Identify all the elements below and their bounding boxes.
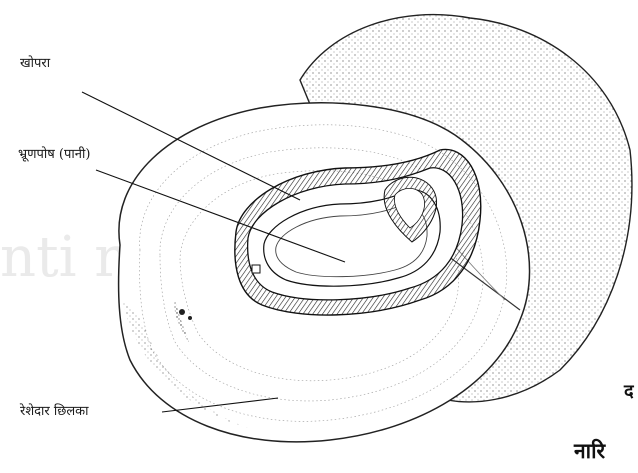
label-fibrous-husk: रेशेदार छिलका	[20, 405, 89, 418]
page-fragment-right-top: द	[624, 383, 634, 401]
page-fragment-right-bottom: नारि	[574, 440, 605, 461]
label-endosperm: भ्रूणपोष (पानी)	[18, 148, 90, 161]
label-khopra: खोपरा	[20, 57, 50, 70]
